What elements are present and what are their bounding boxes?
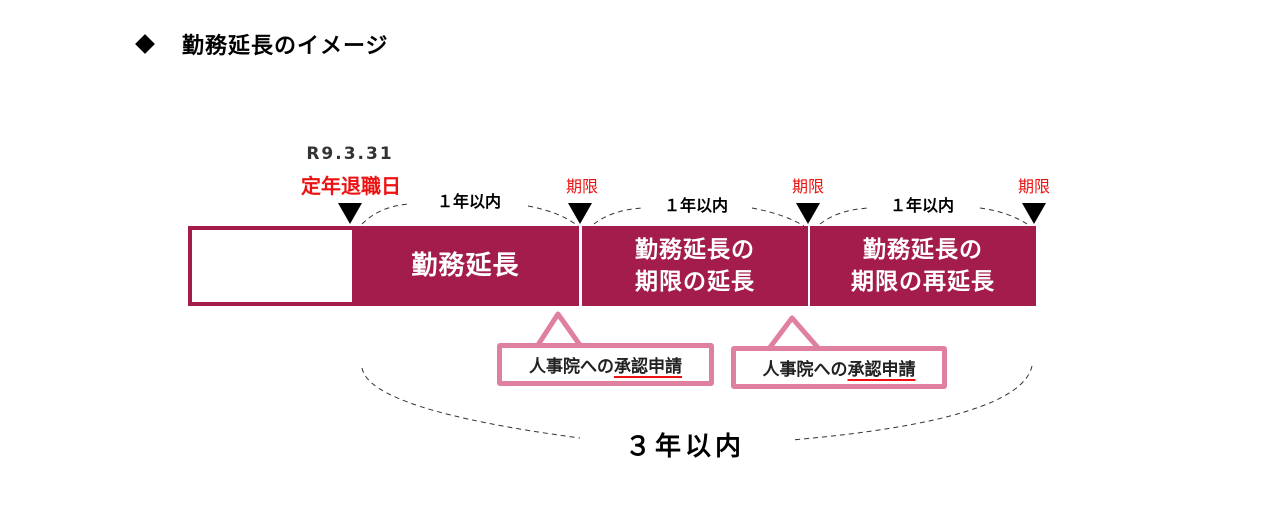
deadline-label-3: 期限 xyxy=(1017,177,1050,196)
total-brace-right xyxy=(791,365,1033,441)
callout-prefix: 人事院への xyxy=(762,360,848,380)
period-duration-2: １年以内 xyxy=(663,196,728,215)
retirement-marker-icon xyxy=(338,203,362,224)
callout-pointer xyxy=(533,311,585,350)
callout-emphasis: 承認申請 xyxy=(847,360,916,380)
callout-prefix: 人事院への xyxy=(529,357,614,377)
segment-label: 勤務延長 xyxy=(411,251,520,281)
diagram-title-text: 勤務延長のイメージ xyxy=(182,34,389,59)
segment-label-line1: 勤務延長の xyxy=(635,237,755,263)
segment-label-line2: 期限の再延長 xyxy=(851,269,995,295)
dashed-arc xyxy=(593,207,643,225)
dashed-arc xyxy=(751,207,805,227)
dashed-arc xyxy=(819,207,869,225)
callout-pointer xyxy=(766,315,822,352)
dashed-arc xyxy=(979,207,1031,227)
segment-extension-re-renewal: 勤務延長の 期限の再延長 xyxy=(810,226,1036,306)
deadline-marker-icon-2 xyxy=(796,203,820,224)
retirement-date: R9.3.31 xyxy=(306,144,394,164)
segment-extension-renewal: 勤務延長の 期限の延長 xyxy=(582,226,808,306)
approval-callout-2: 人事院への承認申請 xyxy=(731,346,947,389)
period-duration-3: １年以内 xyxy=(889,196,954,215)
deadline-marker-icon-1 xyxy=(568,203,592,224)
deadline-marker-icon-3 xyxy=(1022,203,1046,224)
period-duration-1: １年以内 xyxy=(436,192,501,211)
pre-retirement-period xyxy=(188,226,356,306)
diagram-title: 勤務延長のイメージ xyxy=(132,28,389,60)
dashed-arc xyxy=(361,203,411,225)
total-duration: ３年以内 xyxy=(624,432,745,462)
total-brace-left xyxy=(361,367,581,439)
approval-callout-1: 人事院への承認申請 xyxy=(497,343,714,386)
deadline-label-1: 期限 xyxy=(565,177,598,196)
segment-work-extension: 勤務延長 xyxy=(352,226,579,306)
retirement-label: 定年退職日 xyxy=(301,174,401,198)
segment-label-line1: 勤務延長の xyxy=(863,237,983,263)
deadline-label-2: 期限 xyxy=(791,177,824,196)
dashed-arc xyxy=(527,205,579,227)
callout-emphasis: 承認申請 xyxy=(614,357,682,377)
segment-label-line2: 期限の延長 xyxy=(635,269,755,295)
